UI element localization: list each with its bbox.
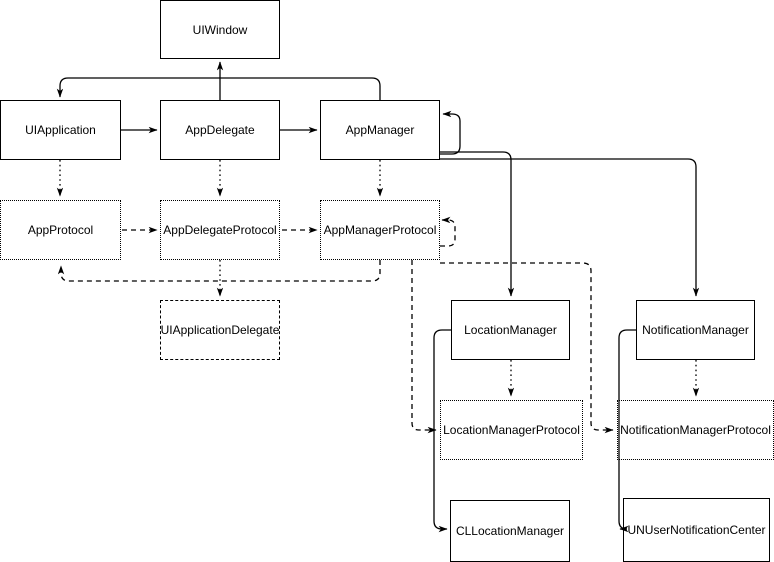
node-notificationmanagerprotocol-label: NotificationManagerProtocol xyxy=(620,423,771,437)
edge-appmanagerprotocol-to-notificationmanagerprotocol xyxy=(440,262,614,434)
node-locationmanager[interactable]: LocationManager xyxy=(451,300,570,360)
node-uiapplication-label: UIApplication xyxy=(25,123,96,137)
node-appmanagerprotocol-label: AppManagerProtocol xyxy=(323,223,437,237)
node-cllocationmanager-label: CLLocationManager xyxy=(455,524,565,538)
node-notificationmanager-label: NotificationManager xyxy=(642,323,749,337)
edge-appmanagerprotocol-to-locationmanagerprotocol xyxy=(411,260,437,434)
edge-locationmanager-to-cllocationmanager xyxy=(433,329,451,533)
node-appmanagerprotocol[interactable]: AppManagerProtocol xyxy=(320,200,440,260)
edge-appmanager-to-uiapplication xyxy=(56,77,381,100)
edge-appmanager-to-notificationmanager xyxy=(440,158,700,297)
node-appdelegateprotocol[interactable]: AppDelegateProtocol xyxy=(160,200,280,260)
node-appdelegate-label: AppDelegate xyxy=(185,123,255,137)
node-notificationmanager[interactable]: NotificationManager xyxy=(636,300,755,360)
node-appdelegateprotocol-label: AppDelegateProtocol xyxy=(163,223,277,237)
node-uiwindow[interactable]: UIWindow xyxy=(160,0,280,59)
node-notificationmanagerprotocol[interactable]: NotificationManagerProtocol xyxy=(617,400,774,460)
node-appmanager[interactable]: AppManager xyxy=(320,100,440,160)
node-uiapplicationdelegate-label: UIApplicationDelegate xyxy=(160,323,280,337)
node-locationmanagerprotocol-label: LocationManagerProtocol xyxy=(443,423,580,437)
node-appdelegate[interactable]: AppDelegate xyxy=(160,100,280,160)
node-uiwindow-label: UIWindow xyxy=(192,22,248,37)
edge-appmanager-to-locationmanager xyxy=(440,151,515,297)
node-locationmanager-label: LocationManager xyxy=(464,323,557,337)
node-uiapplicationdelegate[interactable]: UIApplicationDelegate xyxy=(160,300,280,360)
edge-appmanager-self-loop xyxy=(440,110,461,155)
node-unusernotificationcenter[interactable]: UNUserNotificationCenter xyxy=(623,498,770,562)
node-locationmanagerprotocol[interactable]: LocationManagerProtocol xyxy=(440,400,583,460)
edge-appmanagerprotocol-self-loop xyxy=(440,216,456,247)
node-unusernotificationcenter-label: UNUserNotificationCenter xyxy=(627,523,766,537)
node-appprotocol[interactable]: AppProtocol xyxy=(0,200,121,260)
node-appprotocol-label: AppProtocol xyxy=(27,223,94,237)
node-appmanager-label: AppManager xyxy=(345,123,415,137)
node-uiapplication[interactable]: UIApplication xyxy=(0,100,121,160)
node-cllocationmanager[interactable]: CLLocationManager xyxy=(450,500,570,562)
